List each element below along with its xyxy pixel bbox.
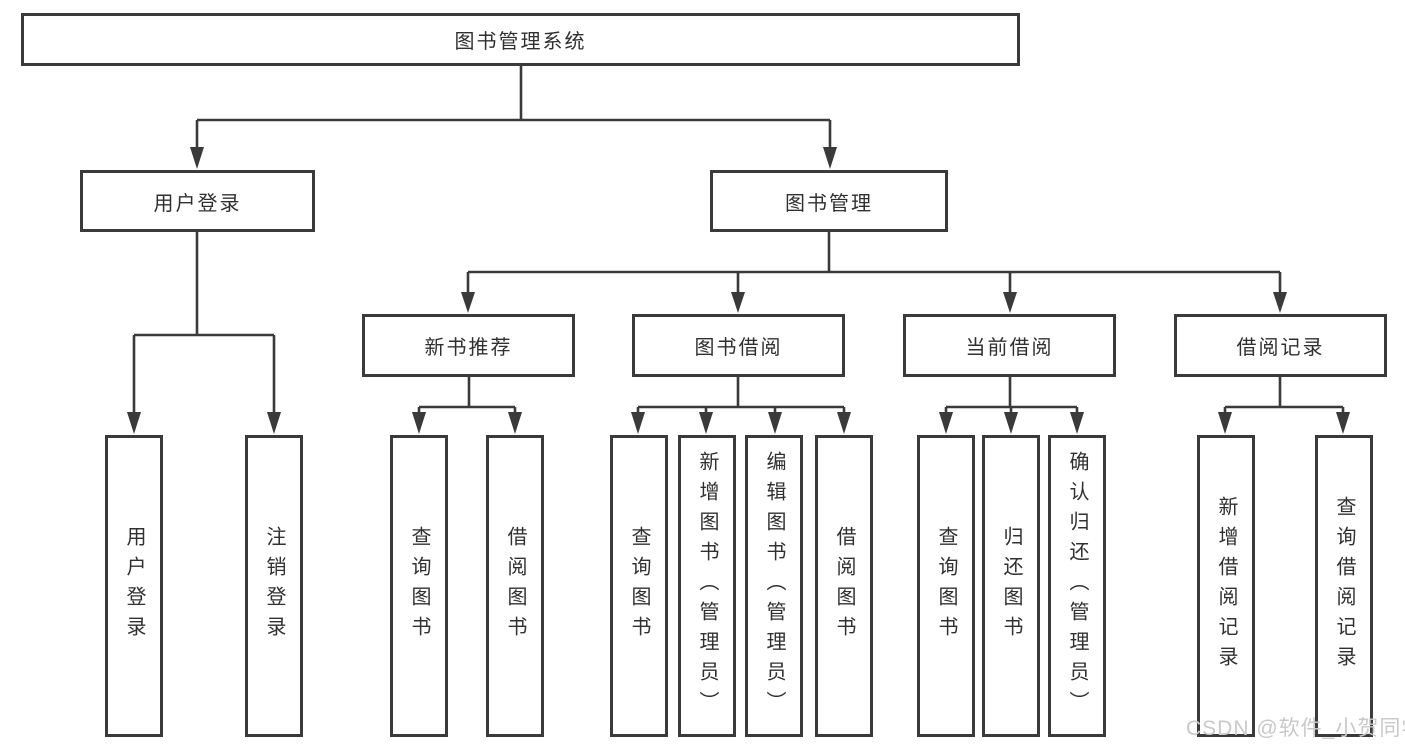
leaf-logout: 注销登录 [245, 435, 303, 737]
node-current-borrowing: 当前借阅 [903, 314, 1116, 377]
leaf-borrowing-query-books-label: 查询图书 [628, 526, 650, 646]
leaf-current-return-books-label: 归还图书 [1000, 526, 1022, 646]
leaf-borrowing-borrow-books-label: 借阅图书 [833, 526, 855, 646]
node-root-label: 图书管理系统 [454, 31, 587, 53]
leaf-borrowing-edit-books-admin: 编辑图书（管理员） [745, 435, 803, 737]
node-new-book-recommendation: 新书推荐 [362, 314, 575, 377]
csdn-watermark: CSDN @软件_小贺同学 [1186, 717, 1405, 740]
connector-root-to-level2 [195, 66, 832, 150]
node-book-management-label: 图书管理 [785, 192, 873, 215]
leaf-recommend-query-books-label: 查询图书 [408, 526, 430, 646]
leaf-user-login: 用户登录 [105, 435, 163, 737]
node-borrowing-records-label: 借阅记录 [1236, 337, 1325, 359]
node-book-management: 图书管理 [710, 170, 948, 232]
connector-current-to-leaves [944, 377, 1079, 414]
connector-records-to-leaves [1223, 377, 1345, 414]
leaf-current-confirm-return-admin: 确认归还（管理员） [1048, 435, 1106, 737]
connector-userlogin-to-leaves [132, 232, 276, 414]
leaf-borrowing-borrow-books: 借阅图书 [815, 435, 873, 737]
leaf-records-query-record: 查询借阅记录 [1315, 435, 1373, 737]
leaf-current-confirm-return-admin-label: 确认归还（管理员） [1066, 451, 1088, 721]
leaf-borrowing-add-books-admin: 新增图书（管理员） [678, 435, 736, 737]
node-new-book-recommendation-label: 新书推荐 [424, 337, 513, 359]
node-borrowing-records: 借阅记录 [1174, 314, 1387, 377]
leaf-borrowing-query-books: 查询图书 [610, 435, 668, 737]
leaf-records-add-record: 新增借阅记录 [1197, 435, 1255, 737]
leaf-recommend-borrow-books-label: 借阅图书 [504, 526, 526, 646]
node-user-login: 用户登录 [80, 170, 315, 232]
leaf-current-return-books: 归还图书 [982, 435, 1040, 737]
leaf-current-query-books-label: 查询图书 [935, 526, 957, 646]
leaf-logout-label: 注销登录 [263, 526, 285, 646]
leaf-records-query-record-label: 查询借阅记录 [1333, 496, 1355, 676]
connector-bookmgmt-to-level3 [466, 232, 1282, 294]
arrowheads [127, 147, 1350, 434]
leaf-recommend-query-books: 查询图书 [390, 435, 448, 737]
node-user-login-label: 用户登录 [153, 192, 242, 215]
leaf-records-add-record-label: 新增借阅记录 [1215, 496, 1237, 676]
node-root: 图书管理系统 [21, 13, 1020, 66]
connector-borrow-to-leaves [636, 377, 846, 414]
node-book-borrowing: 图书借阅 [632, 314, 845, 377]
leaf-borrowing-edit-books-admin-label: 编辑图书（管理员） [763, 451, 785, 721]
node-current-borrowing-label: 当前借阅 [965, 337, 1054, 359]
leaf-user-login-label: 用户登录 [123, 526, 145, 646]
node-book-borrowing-label: 图书借阅 [694, 337, 783, 359]
leaf-borrowing-add-books-admin-label: 新增图书（管理员） [696, 451, 718, 721]
leaf-current-query-books: 查询图书 [917, 435, 975, 737]
connector-newrec-to-leaves [417, 377, 517, 414]
leaf-recommend-borrow-books: 借阅图书 [486, 435, 544, 737]
